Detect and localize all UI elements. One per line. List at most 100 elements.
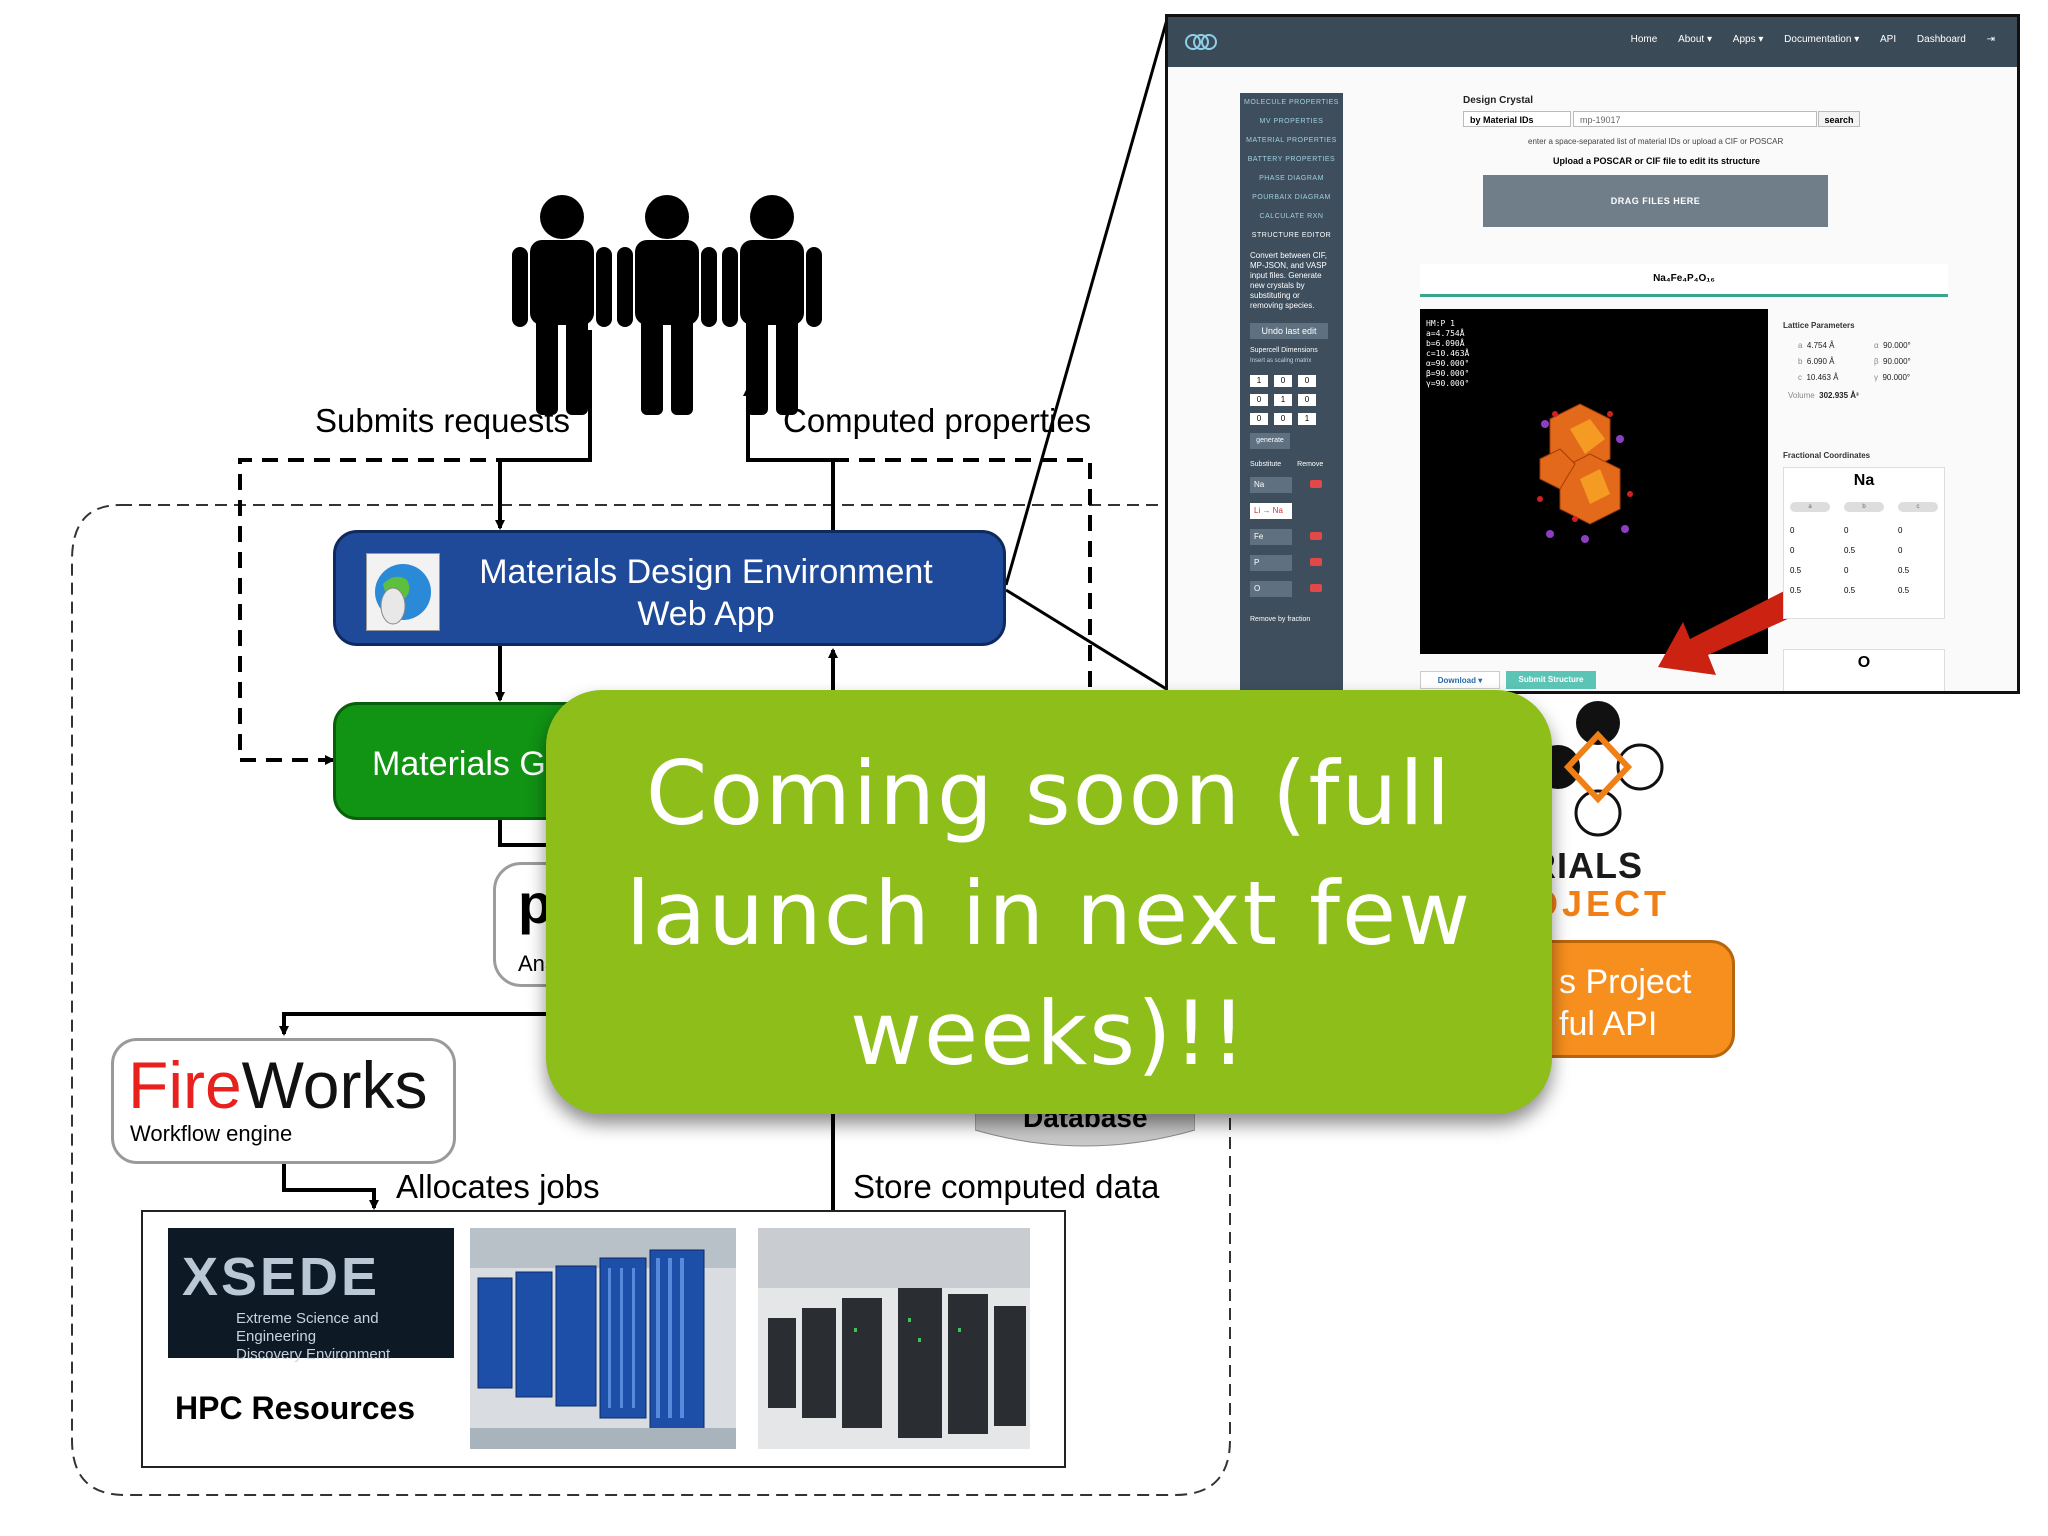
side-menu-item[interactable]: BATTERY PROPERTIES	[1247, 156, 1336, 163]
coord-cell[interactable]: 0.5	[1844, 586, 1856, 595]
screenshot-sidebar: MOLECULE PROPERTIES MV PROPERTIES MATERI…	[1240, 93, 1343, 691]
nav-dashboard[interactable]: Dashboard	[1916, 34, 1966, 45]
lattice-a-value: 4.754 Å	[1806, 341, 1835, 350]
mp-logo-icon	[1536, 701, 1664, 837]
supercell-label: Supercell Dimensions	[1250, 347, 1318, 354]
web-app-screenshot: Home About ▾ Apps ▾ Documentation ▾ API …	[1165, 14, 2020, 694]
lattice-alpha-value: 90.000°	[1883, 341, 1911, 350]
matrix-cell[interactable]: 0	[1298, 375, 1316, 387]
material-id-input[interactable]: mp-19017	[1573, 111, 1817, 127]
lattice-c: c 10.463 Å	[1798, 373, 1839, 382]
coord-cell[interactable]: 0	[1898, 526, 1903, 535]
fireworks-subtitle: Workflow engine	[130, 1121, 293, 1146]
store-computed-data-label: Store computed data	[853, 1168, 1160, 1205]
nav-apps[interactable]: Apps ▾	[1732, 34, 1764, 45]
nav-documentation[interactable]: Documentation ▾	[1784, 34, 1860, 45]
side-menu-item[interactable]: MOLECULE PROPERTIES	[1244, 99, 1339, 106]
submits-arrow	[495, 330, 592, 530]
nav-api[interactable]: API	[1880, 34, 1897, 45]
remove-by-fraction-checkbox[interactable]: Remove by fraction	[1250, 616, 1311, 623]
mp-api-label: s Project ful API	[1559, 961, 1691, 1045]
lattice-beta: β 90.000°	[1874, 357, 1911, 366]
species-list: Na Li → Na Fe P O	[1250, 474, 1333, 604]
computed-properties-label: Computed properties	[783, 402, 1092, 439]
fireworks-fire-text: Fire	[128, 1048, 242, 1122]
side-menu-item[interactable]: PHASE DIAGRAM	[1259, 175, 1324, 182]
submit-structure-button[interactable]: Submit Structure	[1506, 671, 1596, 689]
species-select[interactable]: Na	[1250, 477, 1292, 493]
species-select[interactable]: Fe	[1250, 529, 1292, 545]
download-button[interactable]: Download ▾	[1420, 671, 1500, 689]
matrix-cell[interactable]: 1	[1274, 394, 1292, 406]
coord-col-b: b	[1844, 502, 1884, 512]
fireworks-works-text: Works	[241, 1048, 428, 1122]
matrix-cell[interactable]: 0	[1274, 375, 1292, 387]
lattice-beta-value: 90.000°	[1883, 357, 1911, 366]
xsede-subtitle: Extreme Science and Engineering Discover…	[236, 1310, 454, 1364]
coord-cell[interactable]: 0.5	[1898, 566, 1910, 575]
lattice-alpha: α 90.000°	[1874, 341, 1911, 350]
search-button[interactable]: search	[1818, 111, 1860, 127]
remove-species-icon[interactable]	[1310, 584, 1322, 592]
side-menu-item[interactable]: POURBAIX DIAGRAM	[1252, 194, 1331, 201]
upload-instructions: Upload a POSCAR or CIF file to edit its …	[1553, 156, 1761, 166]
globe-mouse-icon	[366, 553, 440, 631]
logout-icon[interactable]: ⇥	[1986, 34, 1995, 45]
red-arrow-icon	[1658, 589, 1798, 675]
supercomputer-photo-blue	[470, 1228, 736, 1449]
structure-editor-description: Convert between CIF, MP-JSON, and VASP i…	[1250, 251, 1327, 310]
coord-col-c: c	[1898, 502, 1938, 512]
xsede-subtitle-line1: Extreme Science and Engineering	[236, 1310, 379, 1345]
structure-viewer[interactable]: HM:P 1 a=4.754Å b=6.090Å c=10.463Å α=90.…	[1420, 309, 1768, 654]
species-select[interactable]: O	[1250, 581, 1292, 597]
coord-cell[interactable]: 0	[1790, 526, 1795, 535]
coord-cell[interactable]: 0.5	[1790, 566, 1802, 575]
nav-home[interactable]: Home	[1630, 34, 1658, 45]
side-menu-item[interactable]: MATERIAL PROPERTIES	[1246, 137, 1337, 144]
substitute-header: Substitute Remove	[1240, 459, 1343, 470]
lattice-gamma: γ 90.000°	[1874, 373, 1911, 382]
matrix-cell[interactable]: 0	[1250, 413, 1268, 425]
materials-project-logo: RIALS OJECT	[1530, 695, 1690, 925]
nav-about[interactable]: About ▾	[1678, 34, 1712, 45]
remove-species-icon[interactable]	[1310, 558, 1322, 566]
remove-label: Remove	[1297, 461, 1324, 468]
file-drop-zone[interactable]: DRAG FILES HERE	[1483, 175, 1828, 227]
species-row: O	[1250, 578, 1333, 604]
coord-cell[interactable]: 0.5	[1898, 586, 1910, 595]
supercomputer-photo-datacenter	[758, 1228, 1030, 1449]
undo-button[interactable]: Undo last edit	[1250, 323, 1328, 339]
matrix-cell[interactable]: 0	[1298, 394, 1316, 406]
remove-species-icon[interactable]	[1310, 532, 1322, 540]
substitute-label: Substitute	[1250, 461, 1282, 468]
coord-cell[interactable]: 0	[1844, 526, 1849, 535]
webapp-title-line2: Web App	[637, 595, 775, 633]
coord-cell[interactable]: 0	[1790, 546, 1795, 555]
remove-species-icon[interactable]	[1310, 480, 1322, 488]
side-menu-item-active[interactable]: STRUCTURE EDITOR	[1251, 232, 1332, 239]
xsede-title: XSEDE	[182, 1247, 381, 1307]
lattice-gamma-value: 90.000°	[1882, 373, 1911, 382]
matrix-cell[interactable]: 1	[1298, 413, 1316, 425]
coord-cell[interactable]: 0.5	[1844, 546, 1856, 555]
na-coords-table: Na a b c 0 0 0 0 0.5 0 0.5 0 0.5 0.5 0.5…	[1783, 467, 1945, 619]
coming-soon-banner: Coming soon (full launch in next few wee…	[546, 690, 1552, 1114]
side-menu-item[interactable]: CALCULATE RXN	[1259, 213, 1324, 220]
matrix-cell[interactable]: 0	[1274, 413, 1292, 425]
zoom-line-bottom	[1005, 588, 1169, 692]
coord-cell[interactable]: 0.5	[1790, 586, 1802, 595]
id-type-select[interactable]: by Material IDs	[1463, 111, 1571, 127]
generate-button[interactable]: generate	[1250, 433, 1290, 449]
matrix-cell[interactable]: 0	[1250, 394, 1268, 406]
system-boundary	[71, 504, 1231, 1496]
lattice-c-value: 10.463 Å	[1806, 373, 1839, 382]
coord-cell[interactable]: 0	[1898, 546, 1903, 555]
matrix-cell[interactable]: 1	[1250, 375, 1268, 387]
coord-cell[interactable]: 0	[1844, 566, 1849, 575]
lattice-a: a 4.754 Å	[1798, 341, 1835, 350]
side-menu-item[interactable]: MV PROPERTIES	[1259, 118, 1324, 125]
species-select[interactable]: P	[1250, 555, 1292, 571]
gateway-label: Materials G	[372, 745, 546, 783]
crystal-structure-render	[1537, 403, 1633, 543]
